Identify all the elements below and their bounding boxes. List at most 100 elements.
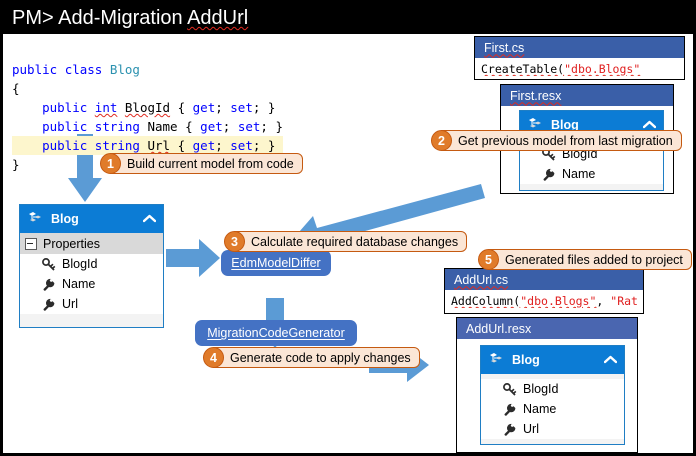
- file-window-first-cs-title: First.cs: [484, 40, 525, 55]
- chevron-up-icon[interactable]: [642, 118, 657, 132]
- file-window-first-cs-code: CreateTable("dbo.Blogs": [475, 58, 684, 76]
- callout-5-label: Generated files added to project: [484, 249, 692, 270]
- chevron-up-icon[interactable]: [142, 212, 157, 226]
- collapse-expander-icon[interactable]: [25, 237, 37, 250]
- pill-migration-code-generator[interactable]: MigrationCodeGenerator: [195, 320, 357, 346]
- code-token: [117, 100, 125, 115]
- code-token: string: [94, 138, 148, 153]
- property-name: Name: [62, 277, 96, 291]
- code-token: public: [42, 100, 95, 115]
- class-icon: [527, 118, 542, 132]
- code-call-name: CreateTable(: [481, 62, 565, 76]
- code-line: public string Url { get; set; }: [12, 136, 283, 155]
- wrench-icon: [42, 298, 56, 311]
- property-row[interactable]: Url: [20, 294, 163, 314]
- code-token: public: [42, 119, 95, 134]
- code-token: ; }: [252, 138, 276, 153]
- code-separator: ,: [596, 294, 611, 308]
- code-token: set: [237, 119, 261, 134]
- property-row[interactable]: Name: [520, 164, 663, 184]
- file-window-first-cs[interactable]: First.cs CreateTable("dbo.Blogs": [474, 36, 685, 80]
- file-window-first-resx-title: First.resx: [510, 88, 562, 103]
- callout-4-number: 4: [203, 347, 224, 368]
- source-code-listing: public class Blog { public int BlogId { g…: [12, 60, 283, 174]
- wrench-icon: [503, 403, 517, 416]
- class-icon: [488, 353, 503, 367]
- code-token: ;: [215, 138, 231, 153]
- entity-current-model-title: Blog: [51, 212, 79, 226]
- code-token: int: [94, 100, 118, 115]
- chevron-up-icon[interactable]: [603, 353, 618, 367]
- entity-generated-model-body: BlogId Name: [481, 379, 624, 439]
- pill-edm-model-differ-label: EdmModelDiffer: [231, 256, 321, 270]
- key-icon: [42, 257, 56, 271]
- code-token: [12, 100, 42, 115]
- code-line: public class Blog: [12, 60, 283, 79]
- code-token: {: [170, 138, 193, 153]
- code-token: ;: [215, 100, 231, 115]
- code-token: ; }: [260, 119, 283, 134]
- property-row[interactable]: Name: [481, 399, 624, 419]
- code-token: [12, 138, 42, 153]
- code-token: ;: [222, 119, 238, 134]
- code-token: [12, 119, 42, 134]
- properties-group-row[interactable]: Properties: [20, 233, 163, 254]
- code-token: Name: [147, 119, 178, 134]
- file-window-addurl-cs-header[interactable]: AddUrl.cs: [445, 269, 643, 290]
- property-name: Name: [562, 167, 596, 181]
- code-token: string: [94, 119, 148, 134]
- entity-current-model-body: Properties BlogId: [20, 233, 163, 314]
- key-icon: [503, 382, 517, 396]
- class-icon: [27, 212, 42, 226]
- properties-group-label: Properties: [43, 236, 100, 251]
- package-manager-console-titlebar: PM> Add-Migration AddUrl: [3, 3, 693, 34]
- diagram-canvas: public class Blog { public int BlogId { g…: [3, 34, 693, 453]
- code-token: public: [42, 138, 95, 153]
- property-name: Name: [523, 402, 557, 416]
- code-token: set: [230, 138, 253, 153]
- entity-generated-model-title: Blog: [512, 353, 540, 367]
- code-token: get: [200, 119, 223, 134]
- code-token: set: [230, 100, 253, 115]
- file-window-addurl-resx-header[interactable]: AddUrl.resx: [457, 318, 637, 339]
- code-token: ; }: [252, 100, 276, 115]
- entity-generated-model[interactable]: Blog BlogId: [480, 345, 625, 445]
- code-string-literal: "dbo.Blogs": [564, 62, 641, 76]
- code-line: {: [12, 79, 283, 98]
- callout-4: 4 Generate code to apply changes: [203, 347, 420, 368]
- wrench-icon: [542, 168, 556, 181]
- file-window-addurl-cs-code: AddColumn("dbo.Blogs", "Rat: [445, 290, 643, 308]
- property-row[interactable]: BlogId: [481, 379, 624, 399]
- entity-current-model[interactable]: Blog Properties: [19, 204, 164, 328]
- file-window-addurl-resx-title: AddUrl.resx: [466, 321, 532, 336]
- file-window-first-resx-header[interactable]: First.resx: [501, 85, 673, 106]
- callout-1-label: Build current model from code: [106, 153, 303, 174]
- property-row[interactable]: BlogId: [20, 254, 163, 274]
- callout-5: 5 Generated files added to project: [478, 249, 692, 270]
- callout-1-number: 1: [100, 153, 121, 174]
- callout-2-label: Get previous model from last migration: [437, 130, 682, 151]
- code-line: public int BlogId { get; set; }: [12, 98, 283, 117]
- entity-previous-model-title: Blog: [551, 118, 579, 132]
- file-window-addurl-cs-title: AddUrl.cs: [454, 272, 509, 287]
- code-line: public string Name { get; set; }: [12, 117, 283, 136]
- property-row[interactable]: Url: [481, 419, 624, 439]
- callout-3: 3 Calculate required database changes: [224, 231, 468, 252]
- code-token: {: [12, 81, 20, 96]
- wrench-icon: [42, 278, 56, 291]
- code-token: public: [12, 62, 65, 77]
- code-token: {: [170, 100, 193, 115]
- code-token: Blog: [109, 62, 140, 77]
- callout-2-number: 2: [431, 130, 452, 151]
- file-window-first-cs-header[interactable]: First.cs: [475, 37, 684, 58]
- entity-current-model-header[interactable]: Blog: [20, 205, 163, 233]
- entity-generated-model-header[interactable]: Blog: [481, 346, 624, 374]
- property-name: Url: [523, 422, 539, 436]
- code-call-name: AddColumn(: [451, 294, 521, 308]
- code-token: get: [192, 138, 216, 153]
- pill-edm-model-differ[interactable]: EdmModelDiffer: [221, 250, 331, 276]
- property-row[interactable]: Name: [20, 274, 163, 294]
- file-window-addurl-cs[interactable]: AddUrl.cs AddColumn("dbo.Blogs", "Rat: [444, 268, 644, 314]
- property-name: BlogId: [62, 257, 98, 271]
